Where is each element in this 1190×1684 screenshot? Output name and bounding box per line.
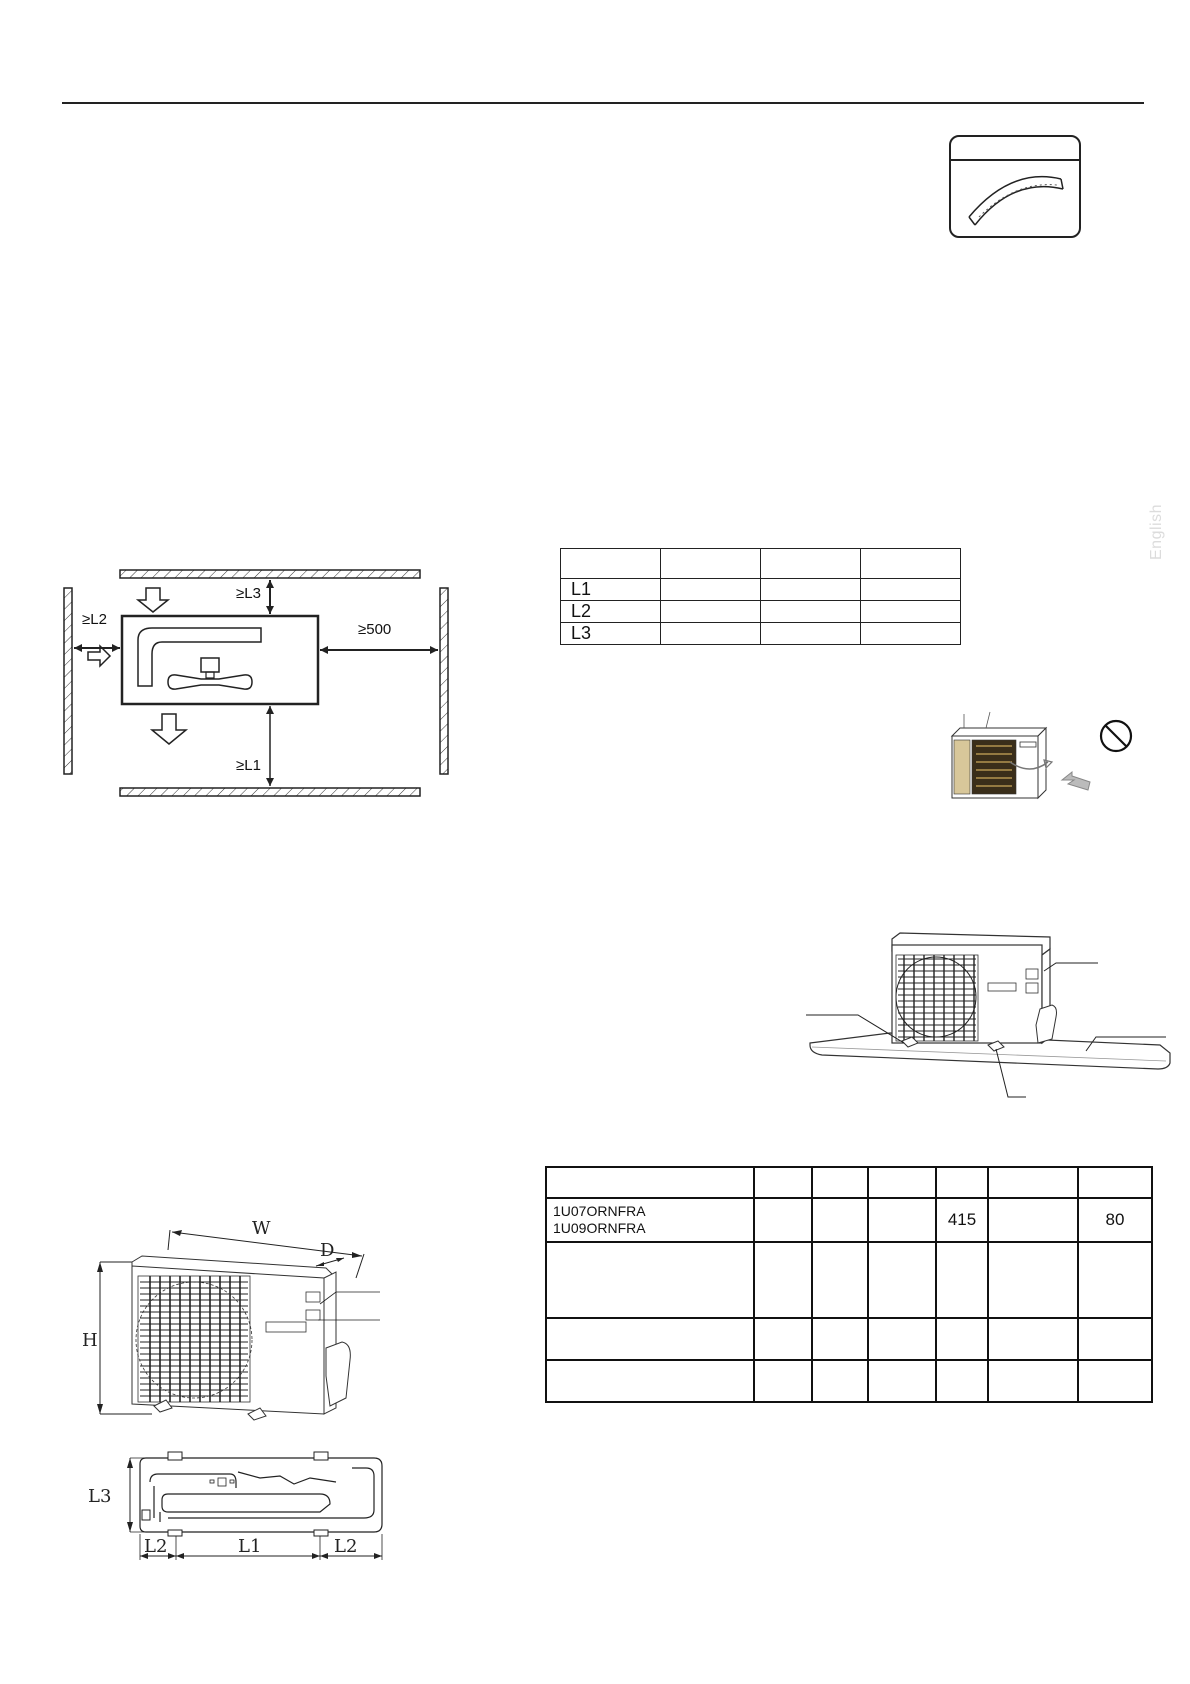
table-cell	[760, 622, 861, 645]
table-cell	[935, 1166, 989, 1199]
table-cell	[811, 1317, 869, 1361]
table-row: L1	[560, 578, 961, 601]
model-cell	[545, 1241, 755, 1319]
table-cell	[987, 1241, 1079, 1319]
wind-warning-illustration	[950, 711, 1091, 800]
table-row	[545, 1359, 1153, 1403]
table-cell	[867, 1166, 937, 1199]
table-cell	[545, 1166, 755, 1199]
table-cell	[811, 1197, 869, 1243]
table-cell	[753, 1317, 813, 1361]
table-cell	[811, 1359, 869, 1403]
model-name: 1U09ORNFRA	[553, 1220, 646, 1236]
table-cell	[860, 548, 961, 579]
row-label: L1	[560, 578, 661, 601]
table-cell	[760, 578, 861, 601]
table-row: L2	[560, 600, 961, 623]
prohibited-icon	[1099, 719, 1133, 753]
table-row: L3	[560, 622, 961, 645]
table-row	[545, 1241, 1153, 1319]
table-cell	[867, 1241, 937, 1319]
dimension-h-label: H	[82, 1330, 98, 1351]
table-cell	[860, 600, 961, 623]
table-cell	[753, 1166, 813, 1199]
table-cell	[760, 548, 861, 579]
table-cell	[987, 1166, 1079, 1199]
table-cell	[753, 1197, 813, 1243]
dimension-l3-label: L3	[88, 1486, 111, 1507]
table-cell	[660, 600, 761, 623]
clearance-table: L1 L2 L3	[560, 548, 961, 645]
table-cell	[811, 1241, 869, 1319]
table-cell	[867, 1197, 937, 1243]
table-cell	[935, 1359, 989, 1403]
card-header-divider	[951, 159, 1079, 161]
insulation-tape-icon	[968, 175, 1064, 226]
table-cell	[935, 1317, 989, 1361]
row-label: L2	[560, 600, 661, 623]
model-cell: 1U07ORNFRA 1U09ORNFRA	[545, 1197, 755, 1243]
table-cell	[660, 548, 761, 579]
spec-table: 1U07ORNFRA 1U09ORNFRA 415 80	[545, 1166, 1153, 1403]
clearance-right-label: ≥500	[358, 621, 391, 638]
language-tag: English	[1148, 504, 1165, 560]
insulation-tape-card	[949, 135, 1081, 238]
dimension-d-label: D	[320, 1240, 334, 1261]
table-cell	[987, 1197, 1079, 1243]
table-cell	[753, 1359, 813, 1403]
table-cell	[1077, 1166, 1153, 1199]
table-cell	[1077, 1317, 1153, 1361]
table-cell	[660, 622, 761, 645]
table-cell: 80	[1077, 1197, 1153, 1243]
table-cell	[753, 1241, 813, 1319]
unit-dimension-diagram: W D H	[82, 1218, 380, 1421]
table-cell	[560, 548, 661, 579]
dimension-w-label: W	[252, 1218, 271, 1239]
model-name: 1U07ORNFRA	[553, 1203, 646, 1219]
table-cell	[860, 578, 961, 601]
table-cell	[987, 1359, 1079, 1403]
table-cell	[867, 1359, 937, 1403]
table-cell	[760, 600, 861, 623]
table-cell	[935, 1241, 989, 1319]
clearance-diagram: ≥L2 ≥L3 ≥500 ≥L1	[63, 569, 449, 797]
table-header-row	[545, 1166, 1153, 1199]
table-cell: 415	[935, 1197, 989, 1243]
table-cell	[860, 622, 961, 645]
table-cell	[811, 1166, 869, 1199]
table-row	[545, 1317, 1153, 1361]
unit-on-pad-illustration	[806, 932, 1171, 1098]
dimension-l2-left-label: L2	[144, 1536, 167, 1557]
header-rule	[62, 102, 1144, 104]
table-row: 1U07ORNFRA 1U09ORNFRA 415 80	[545, 1197, 1153, 1243]
table-cell	[660, 578, 761, 601]
dimension-l1-label: L1	[238, 1536, 261, 1557]
clearance-l1-label: ≥L1	[236, 757, 261, 774]
base-dimension-diagram: L3 L2 L1 L2	[88, 1451, 383, 1560]
table-cell	[867, 1317, 937, 1361]
dimension-l2-right-label: L2	[334, 1536, 357, 1557]
model-cell	[545, 1359, 755, 1403]
table-header-row	[560, 548, 961, 579]
clearance-l2-label: ≥L2	[82, 611, 107, 628]
model-cell	[545, 1317, 755, 1361]
table-cell	[1077, 1241, 1153, 1319]
clearance-l3-label: ≥L3	[236, 585, 261, 602]
row-label: L3	[560, 622, 661, 645]
table-cell	[987, 1317, 1079, 1361]
table-cell	[1077, 1359, 1153, 1403]
